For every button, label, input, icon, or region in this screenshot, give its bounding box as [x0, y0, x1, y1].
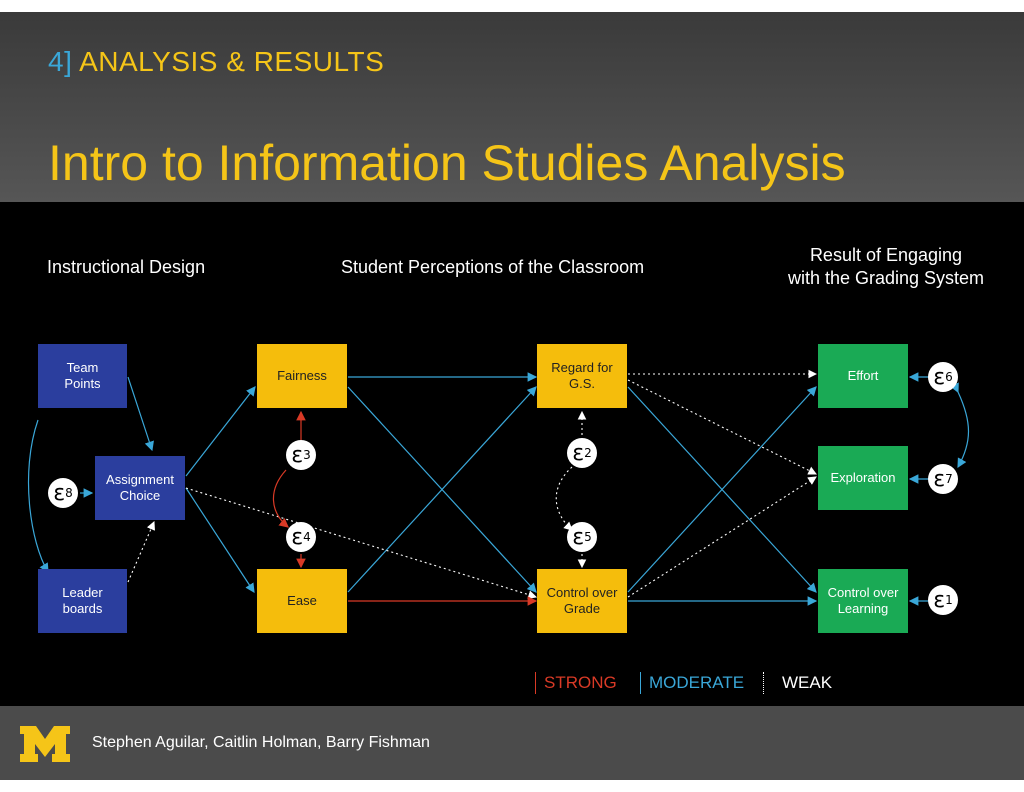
section-number: 4]: [48, 46, 73, 77]
path-e3-e4-covariance: [272, 469, 289, 528]
node-team-points: Team Points: [38, 344, 127, 408]
legend-moderate: MODERATE: [640, 672, 744, 694]
path-ease-to-regard: [347, 386, 537, 593]
michigan-block-m-icon: [20, 726, 70, 762]
node-effort: Effort: [818, 344, 908, 408]
path-assignment-choice-to-ease: [185, 487, 255, 594]
node-control-over-grade: Control over Grade: [537, 569, 627, 633]
path-team-points-to-leaderboards: [27, 419, 49, 574]
path-e6-e7-covariance: [950, 382, 970, 469]
node-exploration: Exploration: [818, 446, 908, 510]
column-heading-results: Result of Engaging with the Grading Syst…: [787, 245, 985, 288]
column-heading-instructional-design: Instructional Design: [47, 257, 206, 277]
path-leaderboards-to-assignment-choice: [127, 520, 155, 583]
path-team-points-to-assignment-choice: [127, 376, 154, 452]
slide: 4] ANALYSIS & RESULTS Intro to Informati…: [0, 12, 1024, 780]
path-control-grade-to-effort: [627, 386, 817, 593]
column-heading-student-perceptions: Student Perceptions of the Classroom: [341, 257, 645, 277]
path-e2-e5-covariance: [555, 466, 573, 531]
slide-title: Intro to Information Studies Analysis: [48, 135, 846, 191]
section-heading: 4] ANALYSIS & RESULTS: [48, 46, 384, 78]
node-leaderboards: Leader boards: [38, 569, 127, 633]
path-assignment-choice-to-control-grade: [185, 487, 538, 599]
slide-footer: Stephen Aguilar, Caitlin Holman, Barry F…: [0, 706, 1024, 780]
path-assignment-choice-to-fairness: [185, 386, 256, 477]
path-regard-to-exploration: [627, 379, 817, 475]
path-control-grade-to-exploration: [627, 476, 817, 598]
slide-header: 4] ANALYSIS & RESULTS Intro to Informati…: [0, 12, 1024, 202]
section-label: ANALYSIS & RESULTS: [79, 46, 385, 77]
node-control-over-learning: Control over Learning: [818, 569, 908, 633]
footer-authors: Stephen Aguilar, Caitlin Holman, Barry F…: [92, 734, 430, 751]
legend-weak: WEAK: [763, 672, 832, 694]
node-ease: Ease: [257, 569, 347, 633]
legend-strong: STRONG: [535, 672, 617, 694]
node-regard-for-gs: Regard for G.S.: [537, 344, 627, 408]
node-fairness: Fairness: [257, 344, 347, 408]
node-assignment-choice: Assignment Choice: [95, 456, 185, 520]
